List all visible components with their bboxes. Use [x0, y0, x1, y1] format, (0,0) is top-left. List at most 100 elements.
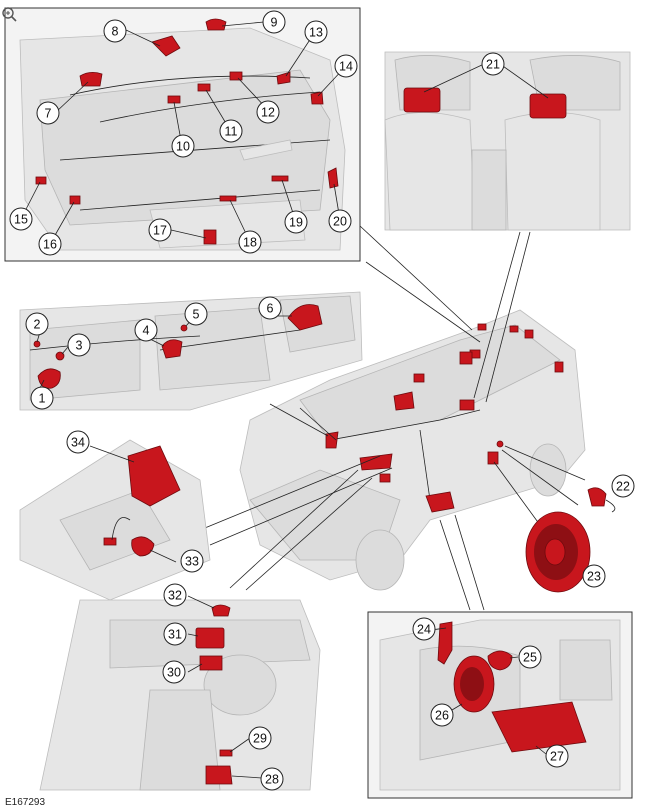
- callout-6: 6: [258, 296, 282, 320]
- callout-number: 34: [71, 436, 85, 450]
- callout-number: 30: [167, 666, 181, 680]
- callout-circle: [258, 296, 282, 320]
- callout-26: 26: [430, 703, 454, 727]
- callout-7: 7: [36, 101, 60, 125]
- vehicle-overview: [199, 225, 586, 611]
- callout-number: 18: [243, 236, 257, 250]
- callout-circle: [36, 101, 60, 125]
- callout-number: 15: [14, 213, 28, 227]
- callout-number: 23: [587, 570, 601, 584]
- callout-number: 27: [550, 750, 564, 764]
- callout-22: 22: [611, 474, 635, 498]
- callout-circle: [260, 767, 284, 791]
- callout-circle: [163, 583, 187, 607]
- callout-1: 1: [30, 386, 54, 410]
- callout-9: 9: [262, 10, 286, 34]
- callout-circle: [304, 20, 328, 44]
- callout-circle: [184, 302, 208, 326]
- callout-8: 8: [103, 19, 127, 43]
- callout-circle: [134, 318, 158, 342]
- panel-roof-console: [19, 439, 211, 601]
- callout-3: 3: [67, 333, 91, 357]
- callout-number: 11: [225, 125, 238, 139]
- callout-circle: [248, 726, 272, 750]
- callout-number: 24: [417, 623, 431, 637]
- callout-number: 25: [523, 651, 537, 665]
- callout-4: 4: [134, 318, 158, 342]
- callout-23: 23: [582, 564, 606, 588]
- callout-number: 6: [267, 302, 274, 316]
- callout-circle: [219, 119, 243, 143]
- callout-25: 25: [518, 645, 542, 669]
- callout-circle: [148, 218, 172, 242]
- callout-circle: [430, 703, 454, 727]
- callout-21: 21: [481, 52, 505, 76]
- callout-number: 20: [333, 215, 347, 229]
- callout-number: 13: [309, 26, 323, 40]
- callout-number: 14: [339, 60, 353, 74]
- callout-circle: [162, 660, 186, 684]
- callout-number: 31: [168, 628, 182, 642]
- callout-circle: [412, 617, 436, 641]
- callout-11: 11: [219, 119, 243, 143]
- callout-number: 33: [185, 555, 199, 569]
- callout-circle: [103, 19, 127, 43]
- callout-12: 12: [256, 100, 280, 124]
- panel-front-door: [19, 291, 363, 411]
- callout-circle: [328, 209, 352, 233]
- callout-number: 5: [193, 308, 200, 322]
- callout-number: 22: [616, 480, 630, 494]
- callout-32: 32: [163, 583, 187, 607]
- callout-30: 30: [162, 660, 186, 684]
- callout-number: 9: [271, 16, 278, 30]
- callout-circle: [611, 474, 635, 498]
- callout-24: 24: [412, 617, 436, 641]
- callout-number: 12: [261, 106, 275, 120]
- magnifier-icon[interactable]: [1, 6, 17, 22]
- callout-circle: [66, 430, 90, 454]
- callout-14: 14: [334, 54, 358, 78]
- callout-circle: [180, 549, 204, 573]
- callout-circle: [25, 312, 49, 336]
- callout-circle: [67, 333, 91, 357]
- callout-circle: [38, 232, 62, 256]
- callout-33: 33: [180, 549, 204, 573]
- callout-circle: [163, 622, 187, 646]
- callout-19: 19: [284, 210, 308, 234]
- callout-number: 16: [43, 238, 57, 252]
- callout-number: 32: [168, 589, 182, 603]
- callout-34: 34: [66, 430, 90, 454]
- callout-circle: [481, 52, 505, 76]
- callout-circle: [545, 744, 569, 768]
- callout-15: 15: [9, 207, 33, 231]
- callout-number: 28: [265, 773, 279, 787]
- callout-circle: [256, 100, 280, 124]
- callout-13: 13: [304, 20, 328, 44]
- callout-28: 28: [260, 767, 284, 791]
- callout-circle: [518, 645, 542, 669]
- callout-number: 21: [486, 58, 500, 72]
- callout-17: 17: [148, 218, 172, 242]
- callout-number: 7: [45, 107, 52, 121]
- callout-circle: [334, 54, 358, 78]
- callout-circle: [262, 10, 286, 34]
- callout-number: 4: [143, 324, 150, 338]
- callout-number: 1: [39, 392, 46, 406]
- callout-2: 2: [25, 312, 49, 336]
- callout-number: 3: [76, 339, 83, 353]
- callout-number: 17: [153, 224, 167, 238]
- callout-29: 29: [248, 726, 272, 750]
- callout-20: 20: [328, 209, 352, 233]
- callout-number: 19: [289, 216, 303, 230]
- panel-rear-seat-screens: [384, 51, 631, 231]
- callout-circle: [582, 564, 606, 588]
- callout-number: 8: [112, 25, 119, 39]
- panel-rear-door: [367, 611, 633, 799]
- callout-circle: [238, 230, 262, 254]
- callout-number: 10: [176, 140, 190, 154]
- callout-circle: [9, 207, 33, 231]
- callout-circle: [171, 134, 195, 158]
- woofer-detail: [525, 487, 616, 593]
